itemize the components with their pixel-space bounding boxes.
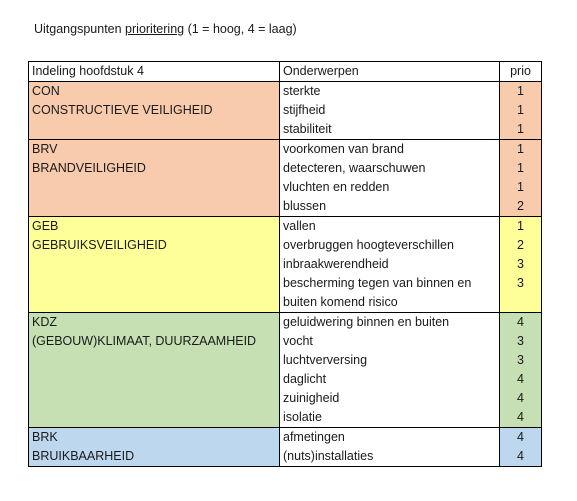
category-name: BRUIKBAARHEID [32, 449, 135, 463]
prio-cell: 3 [499, 255, 542, 274]
category-name: CONSTRUCTIEVE VEILIGHEID [32, 103, 213, 117]
category-code: BRK [32, 430, 58, 444]
topic-cell: detecteren, waarschuwen [279, 159, 500, 178]
topic-cell: vocht [279, 332, 500, 351]
prio-cell: 4 [499, 427, 542, 447]
document-title: Uitgangspunten prioritering (1 = hoog, 4… [34, 22, 297, 36]
prio-cell: 3 [499, 274, 542, 293]
prio-cell: 2 [499, 197, 542, 217]
table-header-row: Indeling hoofdstuk 4 Onderwerpen prio [28, 61, 542, 82]
category-cell: KDZ (GEBOUW)KLIMAAT, DUURZAAMHEID [28, 312, 280, 428]
prio-cell: 1 [499, 139, 542, 159]
prio-cell: 1 [499, 81, 542, 101]
prio-cell: 4 [499, 408, 542, 428]
prio-cell: 1 [499, 101, 542, 120]
prio-cell: 4 [499, 370, 542, 389]
topic-cell: sterkte [279, 81, 500, 101]
title-suffix: (1 = hoog, 4 = laag) [184, 22, 297, 36]
prio-cell: 4 [499, 447, 542, 467]
topic-cell: stijfheid [279, 101, 500, 120]
prio-cell: 1 [499, 120, 542, 140]
topic-cell: daglicht [279, 370, 500, 389]
topic-cell: buiten komend risico [279, 293, 500, 313]
topic-cell: luchtverversing [279, 351, 500, 370]
category-name: GEBRUIKSVEILIGHEID [32, 238, 167, 252]
prio-cell: 3 [499, 351, 542, 370]
category-cell: CON CONSTRUCTIEVE VEILIGHEID [28, 81, 280, 140]
topic-cell: voorkomen van brand [279, 139, 500, 159]
topic-cell: inbraakwerendheid [279, 255, 500, 274]
topic-cell: vallen [279, 216, 500, 236]
category-code: KDZ [32, 315, 57, 329]
category-name: (GEBOUW)KLIMAAT, DUURZAAMHEID [32, 334, 257, 348]
topic-cell: stabiliteit [279, 120, 500, 140]
prio-cell: 2 [499, 236, 542, 255]
title-underlined-word: prioritering [125, 22, 185, 36]
header-onderwerpen: Onderwerpen [279, 61, 500, 82]
category-code: BRV [32, 142, 58, 156]
header-prio: prio [499, 61, 542, 82]
topic-cell: isolatie [279, 408, 500, 428]
category-cell: BRK BRUIKBAARHEID [28, 427, 280, 467]
prio-cell [499, 293, 542, 313]
table-row: KDZ (GEBOUW)KLIMAAT, DUURZAAMHEID geluidwe… [28, 312, 542, 428]
priority-table: Indeling hoofdstuk 4 Onderwerpen prio CO… [28, 61, 542, 467]
topic-cell: overbruggen hoogteverschillen [279, 236, 500, 255]
title-prefix: Uitgangspunten [34, 22, 126, 36]
topic-cell: afmetingen [279, 427, 500, 447]
topic-cell: vluchten en redden [279, 178, 500, 197]
prio-cell: 3 [499, 332, 542, 351]
category-cell: GEB GEBRUIKSVEILIGHEID [28, 216, 280, 313]
category-code: CON [32, 84, 60, 98]
topic-cell: blussen [279, 197, 500, 217]
prio-cell: 1 [499, 178, 542, 197]
prio-cell: 4 [499, 312, 542, 332]
topic-cell: bescherming tegen van binnen en [279, 274, 500, 293]
category-code: GEB [32, 219, 59, 233]
prio-cell: 1 [499, 159, 542, 178]
prio-cell: 1 [499, 216, 542, 236]
category-cell: BRV BRANDVEILIGHEID [28, 139, 280, 217]
category-name: BRANDVEILIGHEID [32, 161, 146, 175]
topic-cell: zuinigheid [279, 389, 500, 408]
topic-cell: geluidwering binnen en buiten [279, 312, 500, 332]
topic-cell: (nuts)installaties [279, 447, 500, 467]
prio-cell: 4 [499, 389, 542, 408]
header-indeling: Indeling hoofdstuk 4 [28, 61, 280, 82]
